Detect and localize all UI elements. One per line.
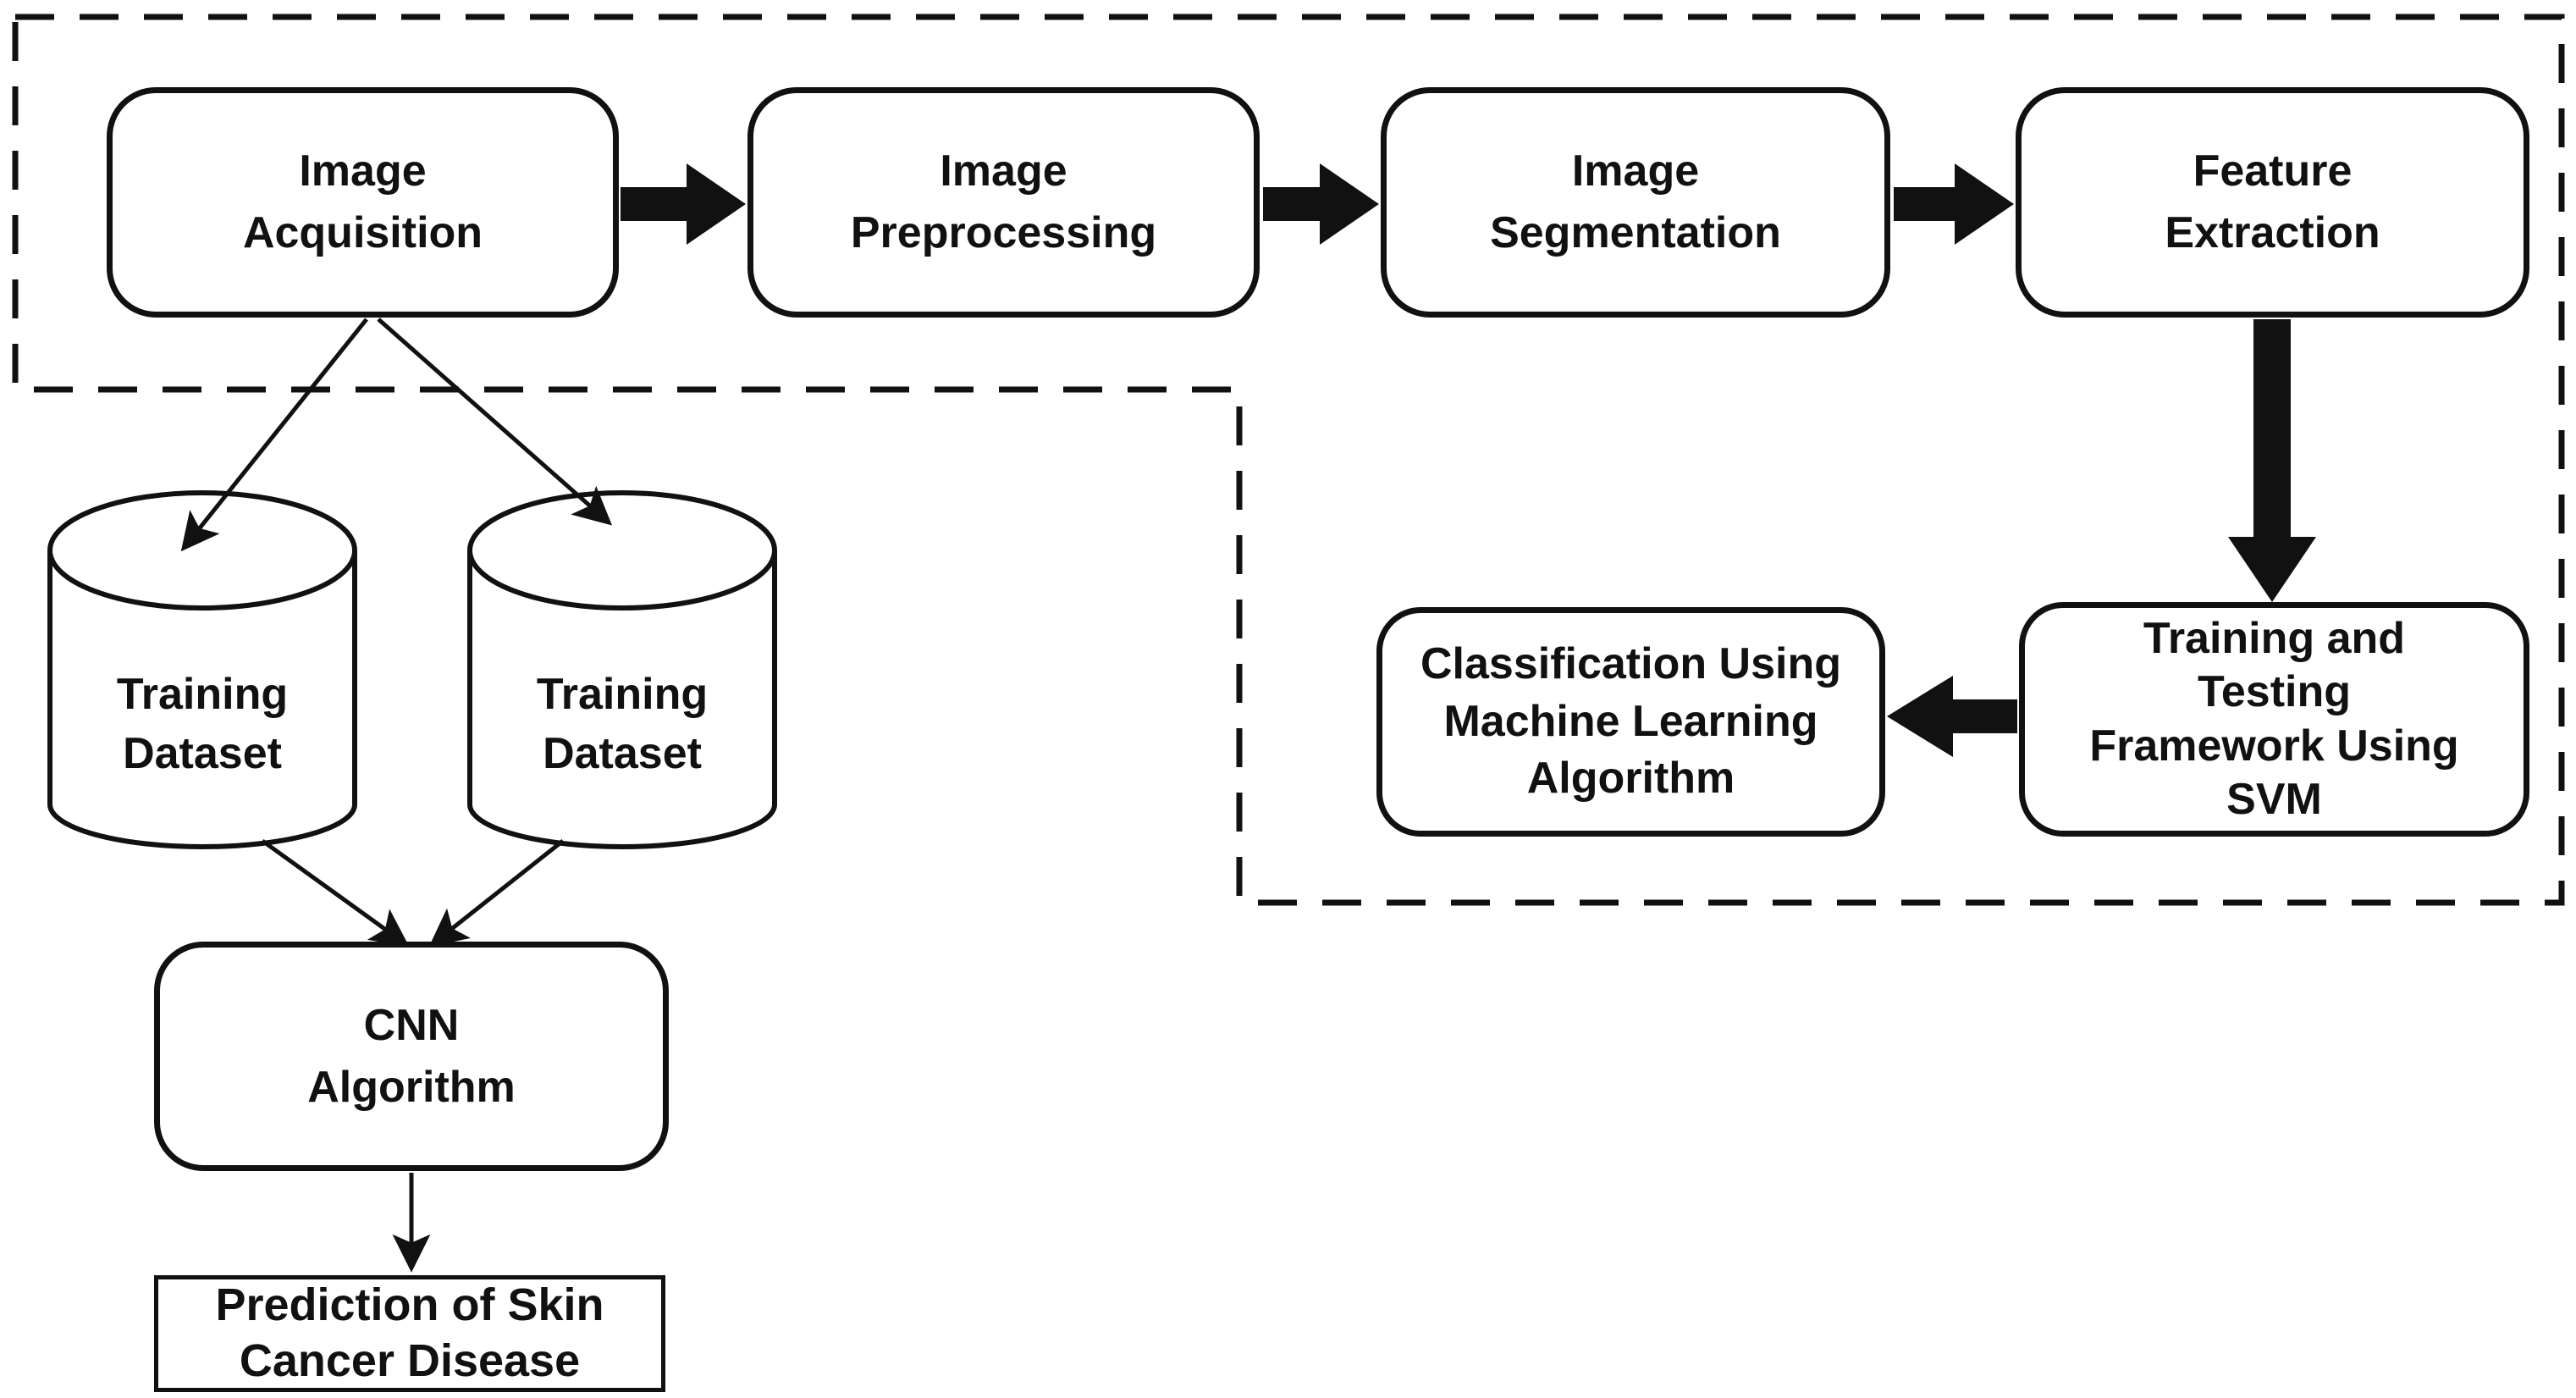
arrow-preprocessing-to-segmentation: [1263, 163, 1379, 245]
node-prediction-label: Prediction of Skin Cancer Disease: [215, 1279, 604, 1386]
node-image-segmentation: Image Segmentation: [1381, 87, 1890, 318]
node-cnn-algorithm: CNN Algorithm: [154, 942, 669, 1171]
node-feature-extraction-label: Feature Extraction: [2165, 146, 2380, 257]
node-cnn-algorithm-label: CNN Algorithm: [307, 1000, 516, 1112]
node-image-acquisition: Image Acquisition: [107, 87, 619, 318]
cylinder-training-dataset-1-label: Training Dataset: [116, 669, 289, 778]
cylinder-training-dataset-2: [467, 490, 777, 849]
arrow-acquisition-to-dataset1: [180, 318, 368, 552]
arrow-segmentation-to-extraction: [1894, 163, 2014, 245]
node-classification: Classification Using Machine Learning Al…: [1376, 607, 1885, 837]
node-training-testing-label: Training and Testing Framework Using SVM: [2089, 613, 2459, 824]
node-image-preprocessing-label: Image Preprocessing: [850, 146, 1157, 257]
node-feature-extraction: Feature Extraction: [2016, 87, 2529, 318]
node-classification-label: Classification Using Machine Learning Al…: [1420, 639, 1841, 804]
node-image-preprocessing: Image Preprocessing: [747, 87, 1260, 318]
arrow-extraction-to-training: [2228, 319, 2316, 602]
cylinder-training-dataset-2-label: Training Dataset: [536, 669, 709, 778]
node-image-segmentation-label: Image Segmentation: [1490, 146, 1781, 257]
arrow-dataset2-to-cnn: [428, 839, 565, 948]
dashed-boundary: [12, 14, 2565, 906]
node-prediction: Prediction of Skin Cancer Disease: [154, 1275, 665, 1392]
arrow-training-to-classification: [1887, 676, 2017, 757]
arrow-dataset1-to-cnn: [261, 838, 410, 947]
node-image-acquisition-label: Image Acquisition: [242, 146, 483, 257]
arrow-acquisition-to-dataset2: [377, 318, 613, 526]
node-training-testing: Training and Testing Framework Using SVM: [2019, 602, 2529, 837]
arrow-acquisition-to-preprocessing: [621, 163, 746, 245]
